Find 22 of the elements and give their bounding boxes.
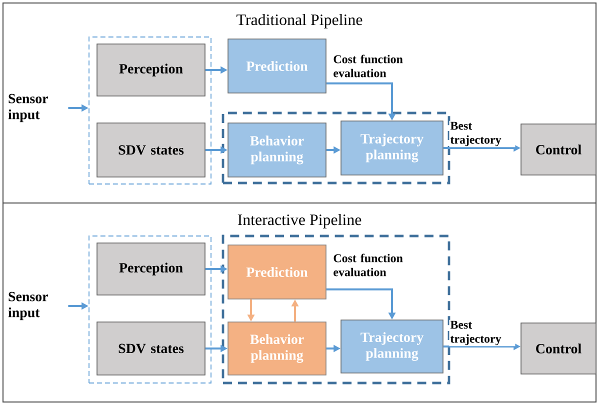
edge-label: Best trajectory — [450, 122, 502, 146]
module-box: SDV states — [96, 122, 206, 178]
module-box: Prediction — [228, 244, 326, 300]
edge-label: Cost function evaluation — [334, 54, 403, 78]
module-box: SDV states — [96, 322, 206, 376]
dashed-group-box — [88, 236, 212, 384]
dashed-group-box — [222, 112, 450, 184]
input-text: Sensor input — [8, 94, 48, 122]
edge-label: Cost function evaluation — [334, 254, 403, 276]
module-box: Perception — [96, 242, 206, 296]
module-box: Perception — [96, 44, 206, 96]
module-box: Behavior planning — [228, 122, 326, 178]
module-box: Control — [520, 322, 596, 374]
module-box: Trajectory planning — [340, 120, 444, 176]
edge-label: Best trajectory — [450, 320, 502, 346]
module-box: Control — [520, 124, 596, 176]
dashed-group-box — [88, 36, 212, 184]
module-box: Trajectory planning — [340, 320, 444, 374]
module-box: Prediction — [228, 38, 326, 94]
input-text: Sensor input — [8, 292, 48, 320]
module-box: Behavior planning — [228, 322, 326, 376]
dashed-group-box — [222, 234, 450, 384]
